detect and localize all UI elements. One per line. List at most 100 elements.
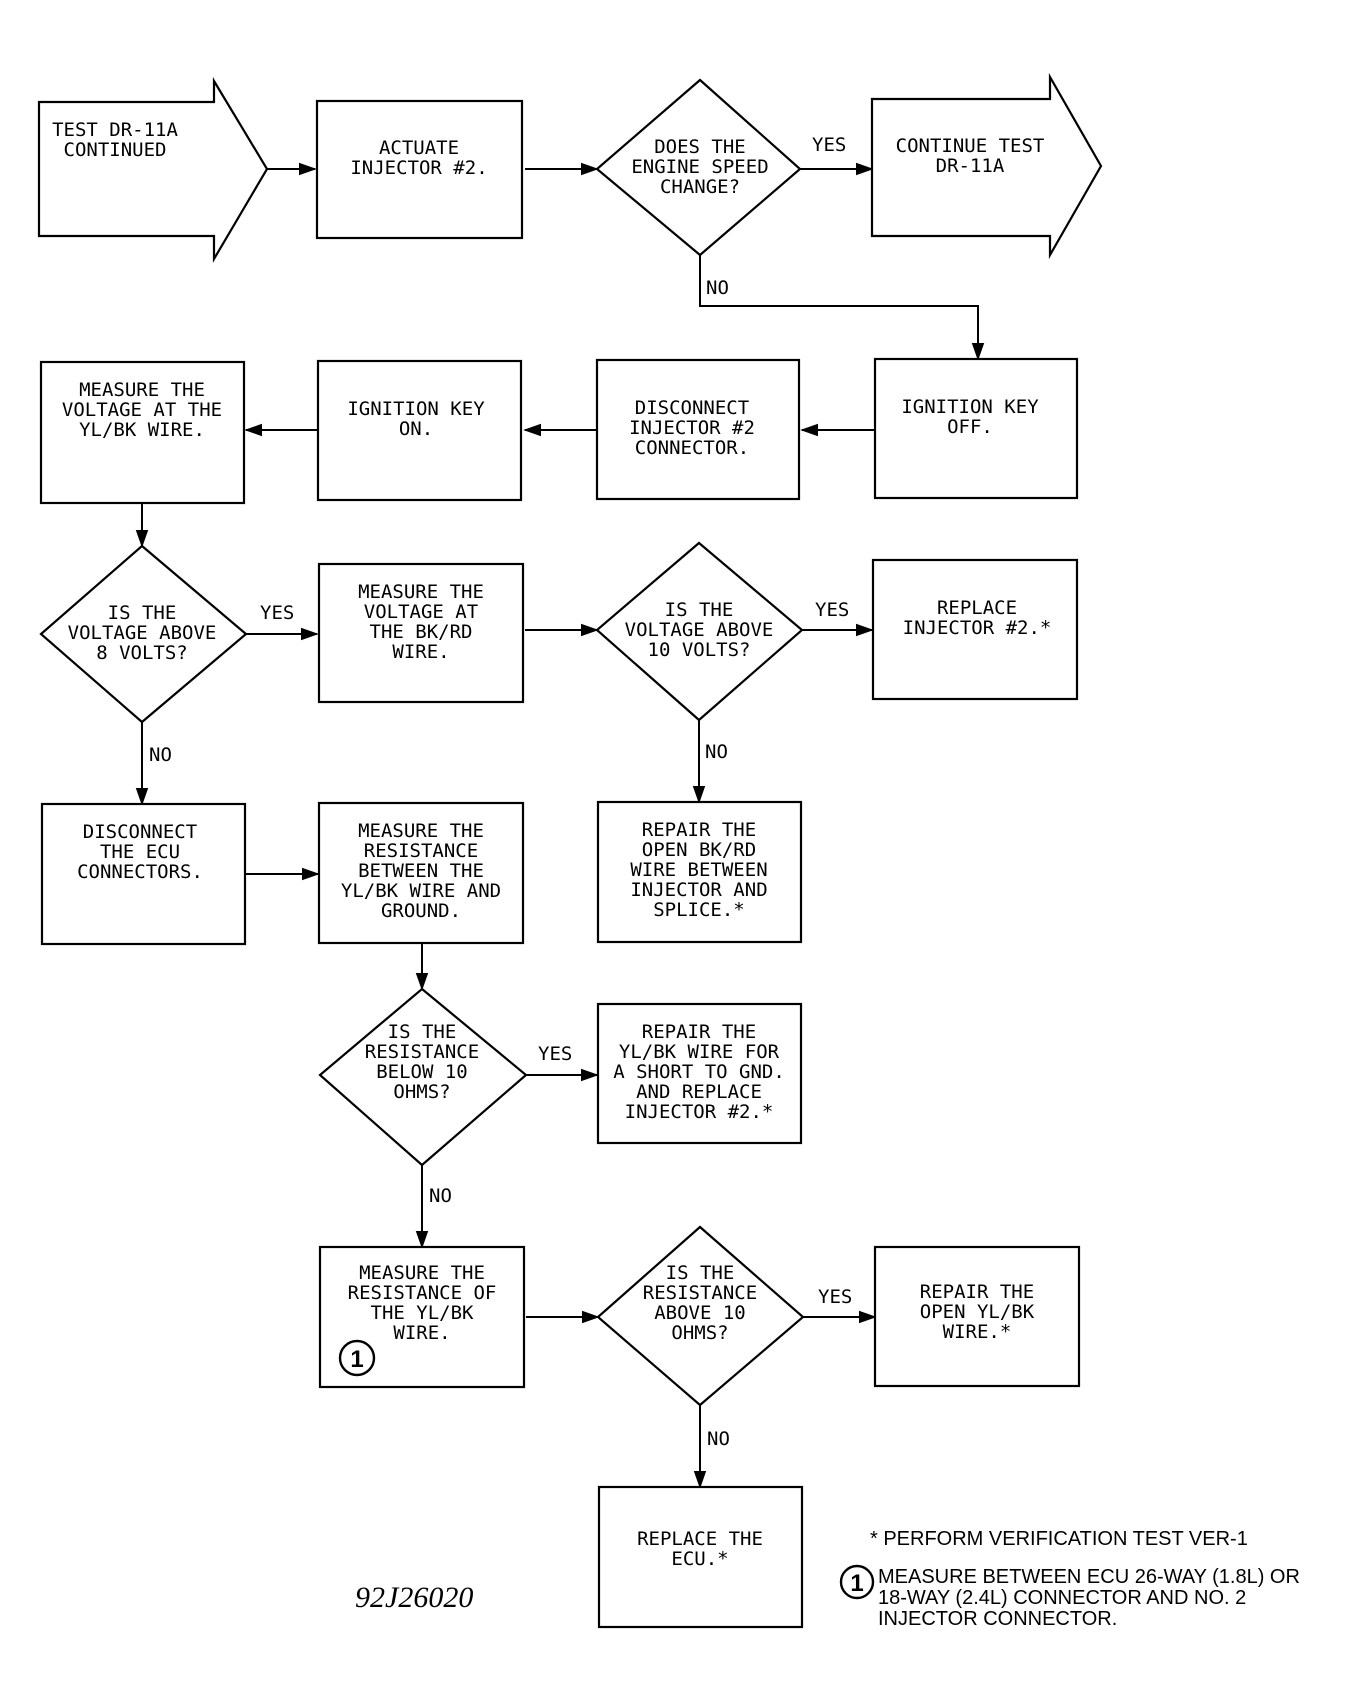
node-disconnect-ecu [40, 802, 247, 946]
edge-label-v10-no: NO [705, 741, 728, 763]
text-line: A SHORT TO GND. [613, 1061, 785, 1083]
text-line: VOLTAGE ABOVE [625, 619, 774, 641]
text-line: THE ECU [100, 841, 180, 863]
text-line: OPEN BK/RD [642, 839, 756, 861]
text-line: REPAIR THE [642, 819, 756, 841]
text-line: CONTINUED [64, 139, 167, 161]
text-line: MEASURE THE [358, 581, 484, 603]
text-line: IGNITION KEY [347, 398, 485, 420]
text-line: YL/BK WIRE FOR [619, 1041, 780, 1063]
text-line: WIRE. [393, 1322, 450, 1344]
text-line: ENGINE SPEED [631, 156, 768, 178]
text-line: MEASURE THE [359, 1262, 485, 1284]
text-line: OFF. [947, 416, 993, 438]
note-marker-number: 1 [350, 1346, 363, 1373]
text-line: YL/BK WIRE AND [341, 880, 501, 902]
text-line: 18-WAY (2.4L) CONNECTOR AND NO. 2 [878, 1587, 1246, 1609]
decision-resistance-below-10 [318, 987, 528, 1167]
text-line: MEASURE THE [358, 820, 484, 842]
start-connector-arrow [37, 77, 269, 264]
node-measure-voltage-ylbk [39, 360, 246, 505]
text-line: IS THE [665, 599, 734, 621]
text-line: OHMS? [671, 1322, 728, 1344]
node-ignition-key-off [873, 357, 1079, 500]
text-line: IS THE [666, 1262, 735, 1284]
text-line: RESISTANCE [364, 840, 478, 862]
text-line: VOLTAGE AT [364, 601, 478, 623]
edge-label-v10-yes: YES [815, 599, 849, 621]
text-line: INJECTOR CONNECTOR. [878, 1608, 1117, 1630]
note-circle-number: 1 [850, 1570, 863, 1597]
text-line: INJECTOR AND [630, 879, 767, 901]
text-line: INJECTOR #2.* [903, 617, 1052, 639]
edge-label-below10-yes: YES [538, 1043, 572, 1065]
node-ignition-key-on [316, 359, 523, 502]
node-measure-resistance-ground [317, 801, 525, 945]
text-line: WIRE.* [943, 1321, 1012, 1343]
text-line: REPLACE THE [637, 1528, 763, 1550]
text-line: IGNITION KEY [901, 396, 1039, 418]
text-line: REPAIR THE [642, 1021, 756, 1043]
decision-resistance-above-10 [596, 1225, 805, 1407]
decision-engine-speed [595, 78, 802, 257]
text-line: RESISTANCE [643, 1282, 757, 1304]
node-disconnect-injector [595, 358, 801, 501]
node-measure-voltage-bkrd [317, 562, 525, 704]
text-line: DOES THE [654, 136, 746, 158]
node-replace-injector [871, 558, 1079, 701]
edge-label-speed-no: NO [706, 277, 729, 299]
text-line: DR-11A [936, 155, 1005, 177]
node-repair-short [596, 1002, 803, 1145]
text-line: MEASURE THE [79, 379, 205, 401]
text-line: DISCONNECT [635, 397, 749, 419]
edge-label-below10-no: NO [429, 1185, 452, 1207]
text-line: ON. [399, 418, 433, 440]
text-line: WIRE. [392, 641, 449, 663]
edge-label-above10-yes: YES [818, 1286, 852, 1308]
text-line: 10 VOLTS? [648, 639, 751, 661]
text-line: INJECTOR #2. [350, 157, 487, 179]
node-repair-open-bkrd [596, 800, 803, 944]
text-line: VOLTAGE ABOVE [68, 622, 217, 644]
text-line: WIRE BETWEEN [630, 859, 767, 881]
text-line: REPLACE [937, 597, 1017, 619]
text-line: TEST DR-11A [52, 119, 178, 141]
text-line: MEASURE BETWEEN ECU 26-WAY (1.8L) OR [878, 1566, 1300, 1588]
edge-label-speed-yes: YES [812, 134, 846, 156]
text-line: CONNECTORS. [77, 861, 203, 883]
text-line: OHMS? [393, 1081, 450, 1103]
decision-voltage-8v [39, 544, 248, 724]
text-line: 8 VOLTS? [96, 642, 188, 664]
text-line: IS THE [388, 1021, 457, 1043]
edge-speed-no [699, 255, 985, 361]
note-marker-circle [338, 1339, 376, 1377]
text-line: INJECTOR #2 [629, 417, 755, 439]
text-line: IS THE [108, 602, 177, 624]
note-asterisk: * PERFORM VERIFICATION TEST VER-1 [870, 1528, 1248, 1550]
text-line: THE BK/RD [370, 621, 473, 643]
decision-voltage-10v [595, 541, 804, 722]
text-line: DISCONNECT [83, 821, 197, 843]
text-line: VOLTAGE AT THE [62, 399, 222, 421]
text-line: THE YL/BK [371, 1302, 475, 1324]
